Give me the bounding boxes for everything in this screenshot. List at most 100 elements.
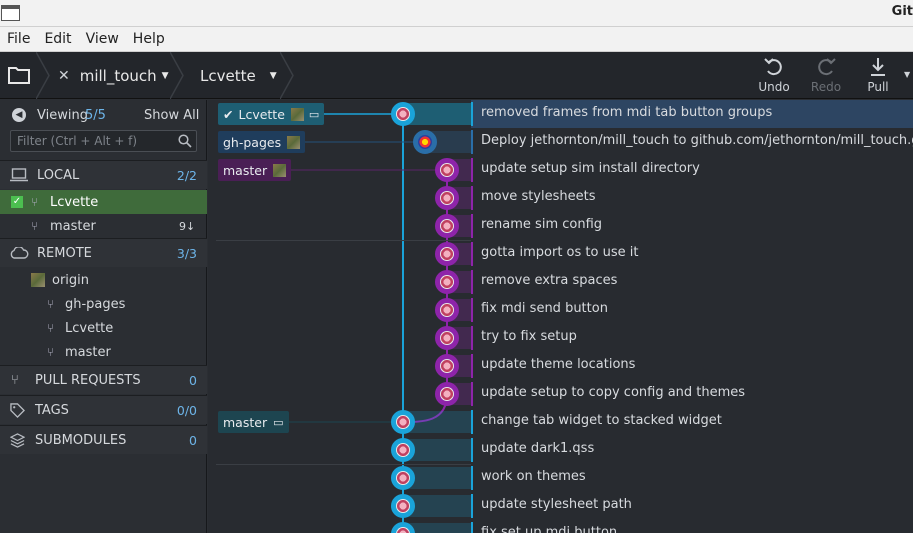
- author-avatar-icon[interactable]: [435, 298, 459, 322]
- close-repo-icon[interactable]: ✕: [58, 67, 70, 84]
- avatar-image: [440, 275, 454, 289]
- submodules-section-header[interactable]: SUBMODULES 0: [0, 425, 207, 454]
- toolbar: ✕ mill_touch ▼ Lcvette ▼ Undo Redo Pull …: [0, 52, 913, 99]
- commit-message: change tab widget to stacked widget: [481, 413, 722, 428]
- local-branch-master[interactable]: ⑂ master 9↓: [0, 214, 207, 238]
- branch-tag-master-remote[interactable]: master: [218, 159, 292, 181]
- remote-name: origin: [52, 272, 90, 288]
- menu-file[interactable]: File: [7, 31, 31, 47]
- local-section-header[interactable]: LOCAL 2/2: [0, 160, 207, 189]
- author-avatar-icon[interactable]: [413, 130, 437, 154]
- checkmark-icon: ✔: [223, 106, 234, 122]
- commit-message: rename sim config: [481, 217, 603, 232]
- branch-tag-lcvette[interactable]: ✔ Lcvette ▭: [218, 103, 325, 125]
- branch-label: master: [50, 218, 96, 234]
- avatar-image: [396, 499, 410, 513]
- commit-row[interactable]: try to fix setup: [208, 324, 913, 352]
- branch-label: gh-pages: [65, 296, 126, 312]
- lane-color-bar: [471, 158, 473, 182]
- lane-highlight: [403, 495, 471, 517]
- branch-label: master: [65, 344, 111, 360]
- remote-branch-lcvette[interactable]: ⑂ Lcvette: [0, 316, 207, 340]
- remote-origin[interactable]: origin: [0, 268, 207, 292]
- local-branch-lcvette[interactable]: ✓ ⑂ Lcvette: [0, 190, 207, 214]
- commit-row[interactable]: work on themes: [208, 464, 913, 492]
- repo-tab[interactable]: ✕ mill_touch ▼: [58, 52, 169, 99]
- branch-selector[interactable]: Lcvette ▼: [200, 52, 277, 99]
- back-arrow-icon[interactable]: ◀: [12, 108, 26, 122]
- commit-row[interactable]: rename sim config: [208, 212, 913, 240]
- author-avatar-icon[interactable]: [435, 158, 459, 182]
- menu-view[interactable]: View: [85, 31, 119, 47]
- remote-avatar-icon: [273, 163, 287, 177]
- commit-row[interactable]: move stylesheets: [208, 184, 913, 212]
- lane-highlight: [403, 439, 471, 461]
- avatar-image: [418, 135, 432, 149]
- lane-color-bar: [471, 186, 473, 210]
- avatar-image: [396, 443, 410, 457]
- show-all-button[interactable]: Show All: [144, 107, 200, 123]
- local-count: 2/2: [176, 167, 197, 183]
- commit-row[interactable]: update stylesheet path: [208, 492, 913, 520]
- author-avatar-icon[interactable]: [435, 186, 459, 210]
- commit-row[interactable]: fix mdi send button: [208, 296, 913, 324]
- commit-row[interactable]: update theme locations: [208, 352, 913, 380]
- commit-row[interactable]: remove extra spaces: [208, 268, 913, 296]
- remote-avatar-icon: [290, 107, 304, 121]
- branch-tag-master-local[interactable]: master ▭: [218, 411, 289, 433]
- folder-icon[interactable]: [8, 65, 30, 85]
- redo-button[interactable]: Redo: [804, 56, 848, 96]
- pull-button[interactable]: Pull: [856, 56, 900, 96]
- tags-label: TAGS: [35, 402, 69, 418]
- commit-row[interactable]: gotta import os to use it: [208, 240, 913, 268]
- author-avatar-icon[interactable]: [435, 270, 459, 294]
- pull-requests-section-header[interactable]: ⑂ PULL REQUESTS 0: [0, 365, 207, 394]
- chevron-down-icon: ▼: [269, 70, 277, 81]
- commit-message: work on themes: [481, 469, 586, 484]
- undo-button[interactable]: Undo: [752, 56, 796, 96]
- pull-requests-count: 0: [189, 372, 197, 388]
- commit-message: try to fix setup: [481, 329, 577, 344]
- author-avatar-icon[interactable]: [391, 494, 415, 518]
- remote-section-header[interactable]: REMOTE 3/3: [0, 238, 207, 267]
- commit-row[interactable]: removed frames from mdi tab button group…: [208, 100, 913, 128]
- author-avatar-icon[interactable]: [435, 326, 459, 350]
- author-avatar-icon[interactable]: [435, 382, 459, 406]
- lane-color-bar: [471, 298, 473, 322]
- pull-request-icon: ⑂: [11, 372, 19, 388]
- author-avatar-icon[interactable]: [435, 354, 459, 378]
- commit-message: remove extra spaces: [481, 273, 618, 288]
- avatar-image: [396, 471, 410, 485]
- branch-icon: ⑂: [47, 345, 55, 359]
- branch-tag-gh-pages[interactable]: gh-pages: [218, 131, 306, 153]
- tags-section-header[interactable]: TAGS 0/0: [0, 395, 207, 424]
- lane-color-bar: [471, 494, 473, 518]
- pull-options-chevron-icon[interactable]: ▼: [904, 70, 911, 79]
- author-avatar-icon[interactable]: [435, 214, 459, 238]
- avatar-image: [440, 359, 454, 373]
- menu-edit[interactable]: Edit: [44, 31, 72, 47]
- branch-icon: ⑂: [31, 219, 39, 233]
- commit-row[interactable]: change tab widget to stacked widget: [208, 408, 913, 436]
- lane-highlight: [403, 523, 471, 533]
- author-avatar-icon[interactable]: [391, 466, 415, 490]
- window-icon[interactable]: [1, 5, 20, 21]
- commit-row[interactable]: update setup sim install directory: [208, 156, 913, 184]
- commit-message: Deploy jethornton/mill_touch to github.c…: [481, 133, 913, 148]
- lane-color-bar: [471, 130, 473, 154]
- branch-icon: ⑂: [47, 321, 55, 335]
- remote-branch-master[interactable]: ⑂ master: [0, 340, 207, 364]
- menu-help[interactable]: Help: [132, 31, 165, 47]
- commit-row[interactable]: update setup to copy config and themes: [208, 380, 913, 408]
- commit-row[interactable]: Deploy jethornton/mill_touch to github.c…: [208, 128, 913, 156]
- author-avatar-icon[interactable]: [391, 410, 415, 434]
- checkmark-icon: ✓: [11, 196, 23, 208]
- author-avatar-icon[interactable]: [435, 242, 459, 266]
- commit-row[interactable]: update dark1.qss: [208, 436, 913, 464]
- author-avatar-icon[interactable]: [391, 438, 415, 462]
- commit-row[interactable]: fix set up mdi button: [208, 520, 913, 533]
- filter-input[interactable]: Filter (Ctrl + Alt + f): [10, 130, 197, 152]
- laptop-icon: [10, 168, 28, 182]
- remote-branch-gh-pages[interactable]: ⑂ gh-pages: [0, 292, 207, 316]
- author-avatar-icon[interactable]: [391, 102, 415, 126]
